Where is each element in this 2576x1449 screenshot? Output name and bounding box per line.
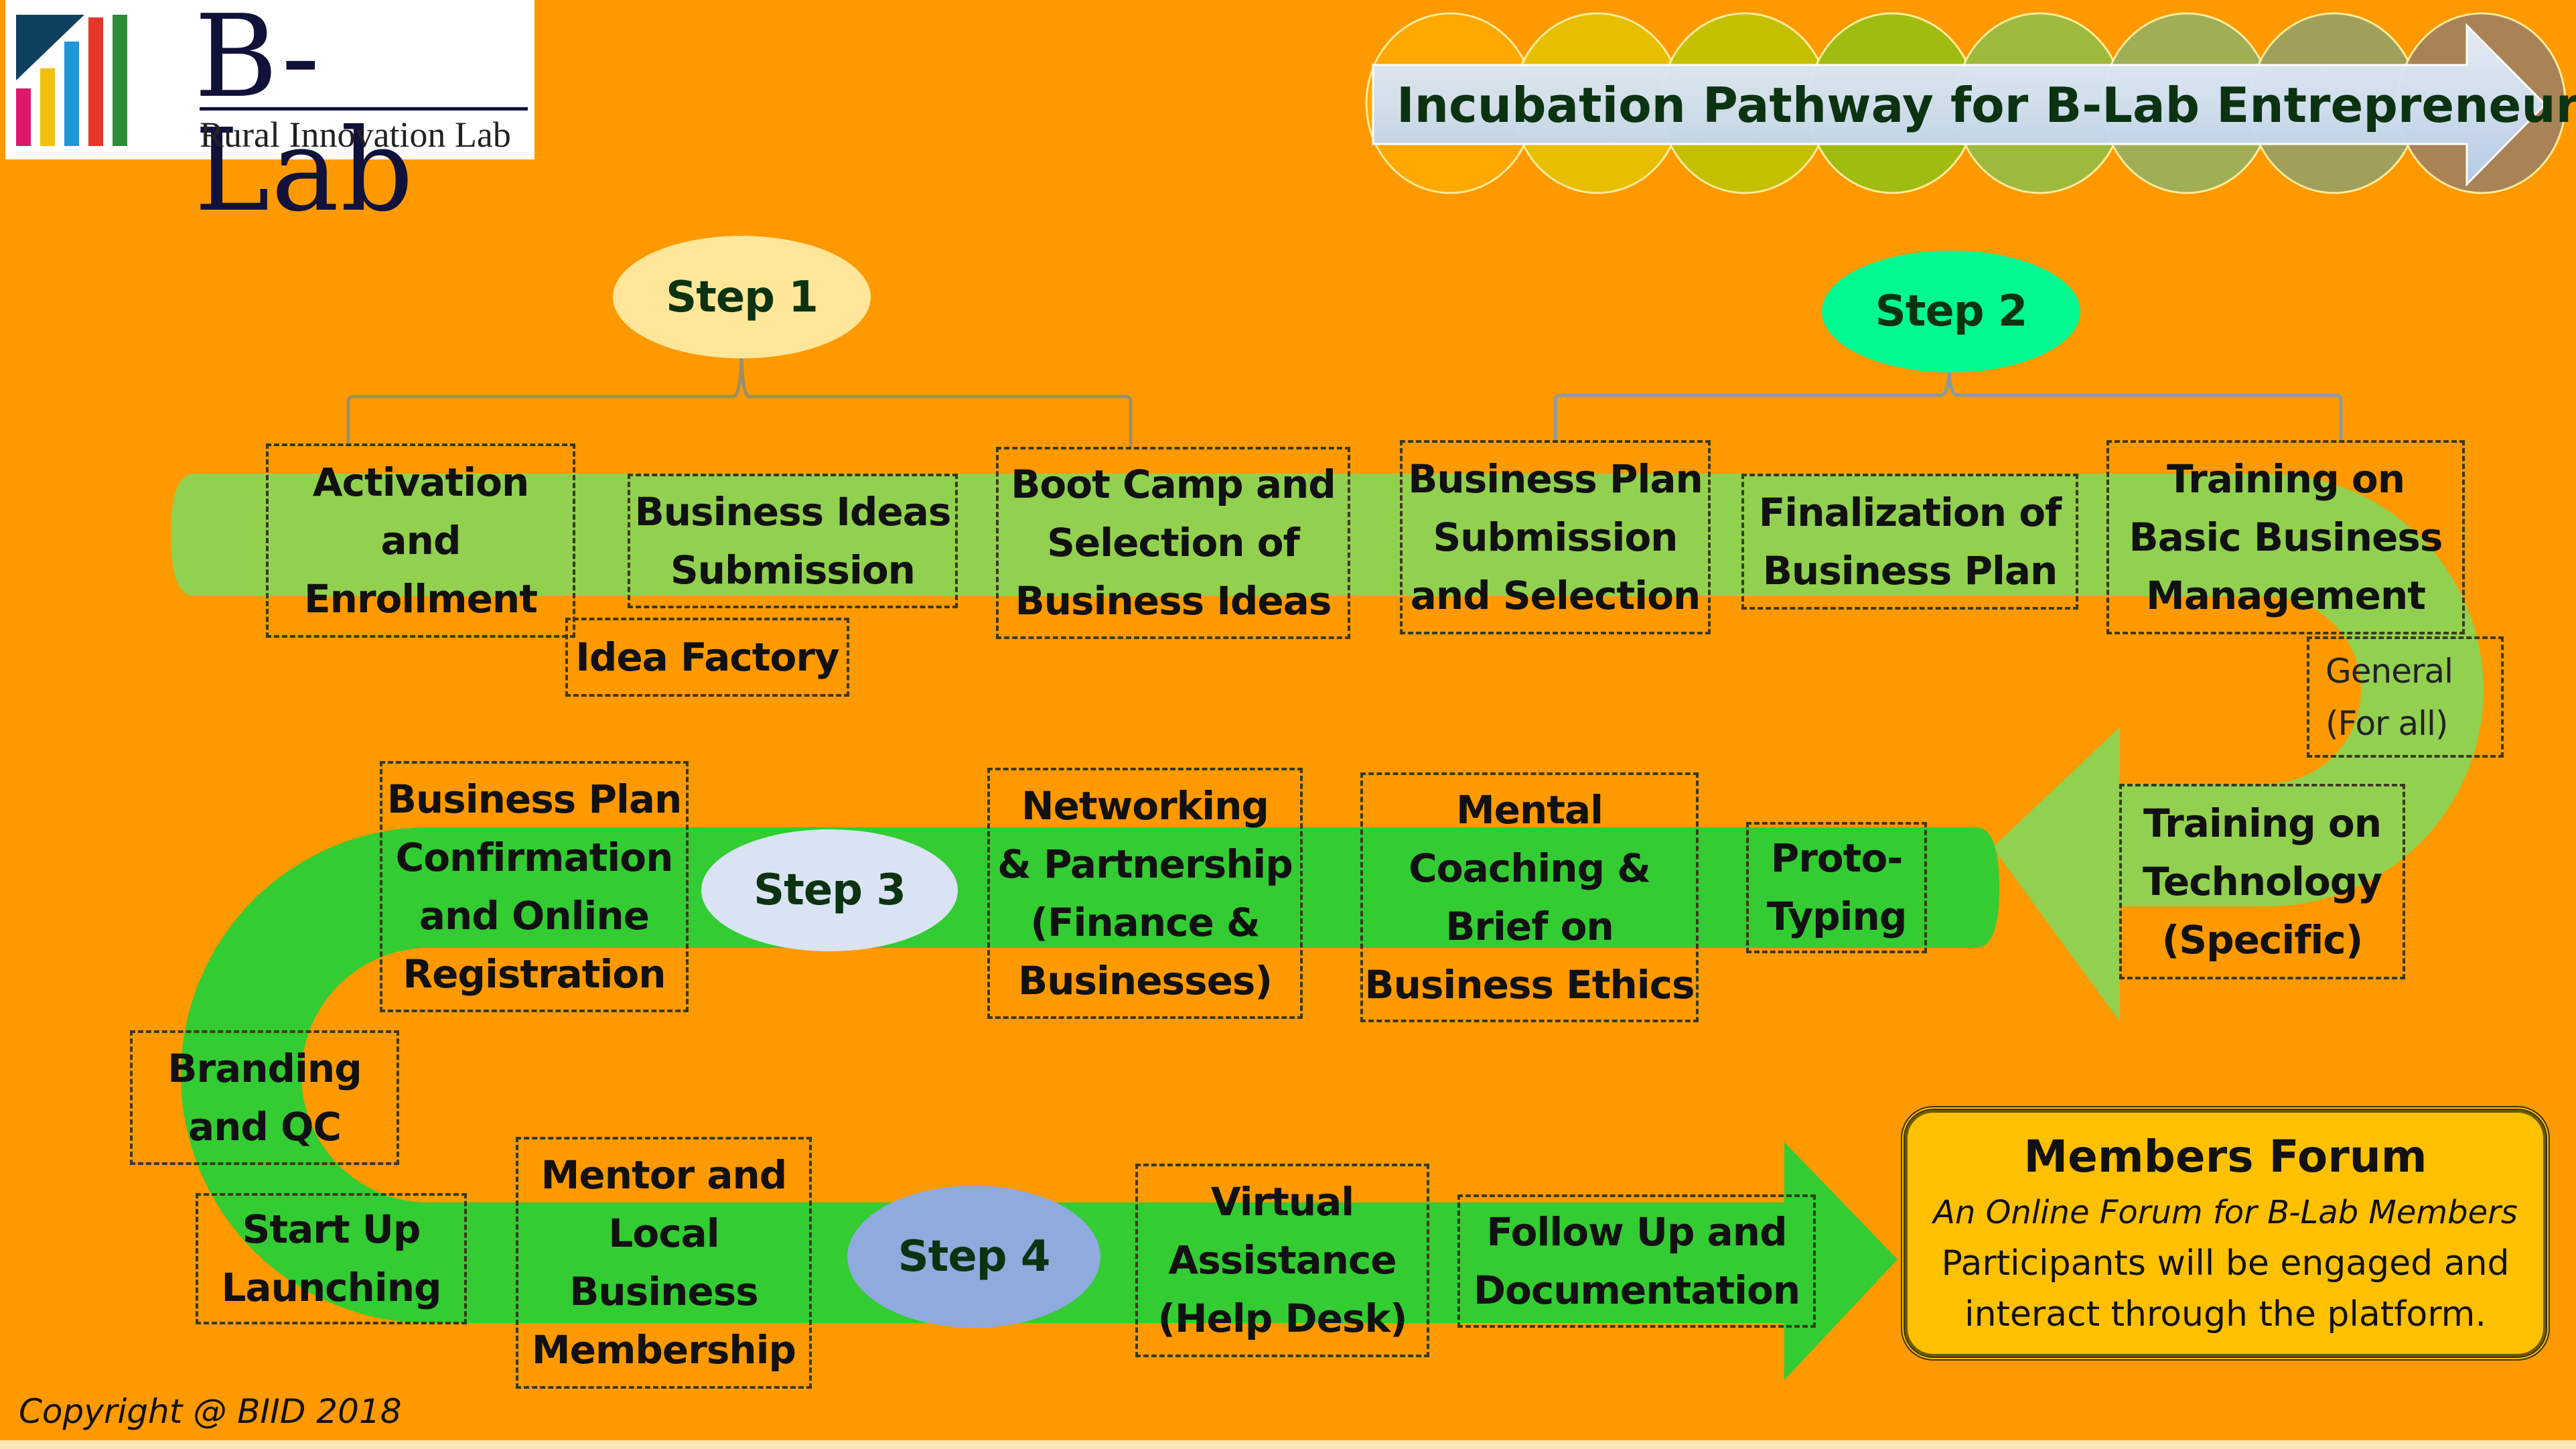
- stage-training-technology: Training on Technology (Specific): [2119, 784, 2405, 979]
- forum-description-line-2: interact through the platform.: [1964, 1294, 2486, 1334]
- page-title: Incubation Pathway for B-Lab Entrepreneu…: [1397, 77, 2576, 133]
- track-middle: [181, 827, 1999, 1380]
- stage-label-line: Launching: [221, 1265, 441, 1310]
- stage-label-line: Technology: [2142, 858, 2382, 904]
- stage-label-line: Confirmation: [395, 834, 674, 880]
- stage-label-line: Typing: [1766, 894, 1908, 939]
- stage-label-line: Business Plan: [1408, 456, 1703, 502]
- stage-label-line: Mentor and: [541, 1152, 788, 1198]
- step2-bracket: [1553, 371, 2343, 440]
- b-lab-logo: B-Lab Rural Innovation Lab: [5, 0, 534, 228]
- stage-label-line: Follow Up and: [1486, 1209, 1787, 1255]
- stage-label-line: Businesses): [1018, 957, 1273, 1004]
- stage-label-line: Training on: [2166, 456, 2405, 502]
- stage-label-line: Business Plan: [386, 776, 683, 822]
- step-3-badge: Step 3: [701, 829, 958, 951]
- step-4-badge: Step 4: [847, 1186, 1100, 1328]
- stage-label-line: Business: [569, 1269, 759, 1314]
- copyright-text: Copyright @ BIID 2018: [19, 1392, 402, 1431]
- title-banner-arrow: [1372, 23, 2547, 187]
- stage-label-line: Submission: [670, 547, 916, 593]
- stage-label-line: (For all): [2325, 703, 2448, 743]
- stage-label-line: Mental: [1455, 786, 1603, 833]
- stage-startup-launching: Start Up Launching: [196, 1193, 467, 1324]
- stage-idea-factory: Idea Factory: [565, 618, 849, 697]
- forum-title: Members Forum: [2023, 1131, 2427, 1182]
- stage-label-line: Documentation: [1473, 1267, 1800, 1313]
- forum-subtitle: An Online Forum for B-Lab Members: [1933, 1194, 2518, 1231]
- stage-label-line: and Online: [419, 892, 650, 939]
- stage-label-line: Local: [608, 1211, 719, 1256]
- stage-prototyping: Proto- Typing: [1746, 822, 1927, 953]
- stage-label-line: Business Ethics: [1364, 961, 1695, 1008]
- stage-label-line: Business Ideas: [634, 488, 952, 535]
- stage-label-line: Registration: [403, 951, 666, 997]
- step-1-badge: Step 1: [613, 236, 871, 358]
- stage-label-line: Membership: [531, 1327, 796, 1373]
- stage-label-line: Enrollment: [304, 575, 538, 622]
- stage-label-line: and: [380, 517, 461, 563]
- stage-label-line: Proto-: [1770, 835, 1904, 881]
- stage-label-line: Selection of: [1047, 520, 1300, 565]
- stage-label-line: Virtual: [1210, 1179, 1354, 1225]
- stage-label-line: Activation: [312, 459, 530, 505]
- stage-label-line: Business Plan: [1762, 547, 2058, 594]
- stage-label-line: & Partnership: [997, 841, 1293, 887]
- stage-label-line: Submission: [1433, 514, 1678, 560]
- stage-label-line: Branding: [167, 1045, 362, 1091]
- logo-name: B-Lab: [194, 0, 415, 237]
- stage-finalization-business-plan: Finalization of Business Plan: [1741, 474, 2078, 610]
- stage-label-line: Assistance: [1168, 1237, 1397, 1283]
- logo-divider: [200, 107, 528, 111]
- bottom-strip: [0, 1440, 2576, 1449]
- step-2-badge: Step 2: [1822, 251, 2080, 372]
- stage-label-line: Start Up: [242, 1206, 421, 1252]
- stage-label-line: Finalization of: [1758, 489, 2062, 535]
- stage-label-line: (Help Desk): [1157, 1296, 1407, 1341]
- stage-label-line: Training on: [2143, 800, 2382, 846]
- stage-label-line: Management: [2146, 572, 2426, 618]
- stage-label-line: General: [2325, 651, 2453, 691]
- stage-label-line: Brief on: [1445, 903, 1614, 949]
- track-top: [171, 474, 2484, 1022]
- stage-label-line: Coaching &: [1409, 845, 1651, 891]
- step1-bracket: [346, 358, 1133, 447]
- logo-bars-icon: [16, 15, 127, 146]
- members-forum-card: Members Forum An Online Forum for B-Lab …: [1901, 1106, 2550, 1361]
- stage-label-line: (Finance &: [1030, 899, 1260, 945]
- stage-label-line: Basic Business: [2129, 514, 2443, 560]
- stage-branding-qc: Branding and QC: [130, 1030, 399, 1165]
- stage-label-line: Idea Factory: [575, 634, 839, 680]
- stage-general-for-all: General (For all): [2307, 636, 2504, 758]
- stage-label-line: and Selection: [1410, 572, 1701, 618]
- stage-label-line: Business Ideas: [1015, 578, 1332, 624]
- logo-tagline: Rural Innovation Lab: [200, 115, 511, 155]
- stage-label-line: Networking: [1021, 782, 1269, 829]
- stage-label-line: (Specific): [2161, 916, 2363, 963]
- stage-networking-partnership: Networking & Partnership (Finance & Busines…: [987, 768, 1303, 1019]
- stage-label-line: Boot Camp and: [1011, 462, 1336, 507]
- forum-description-line-1: Participants will be engaged and: [1941, 1243, 2510, 1284]
- stage-label-line: and QC: [188, 1103, 342, 1150]
